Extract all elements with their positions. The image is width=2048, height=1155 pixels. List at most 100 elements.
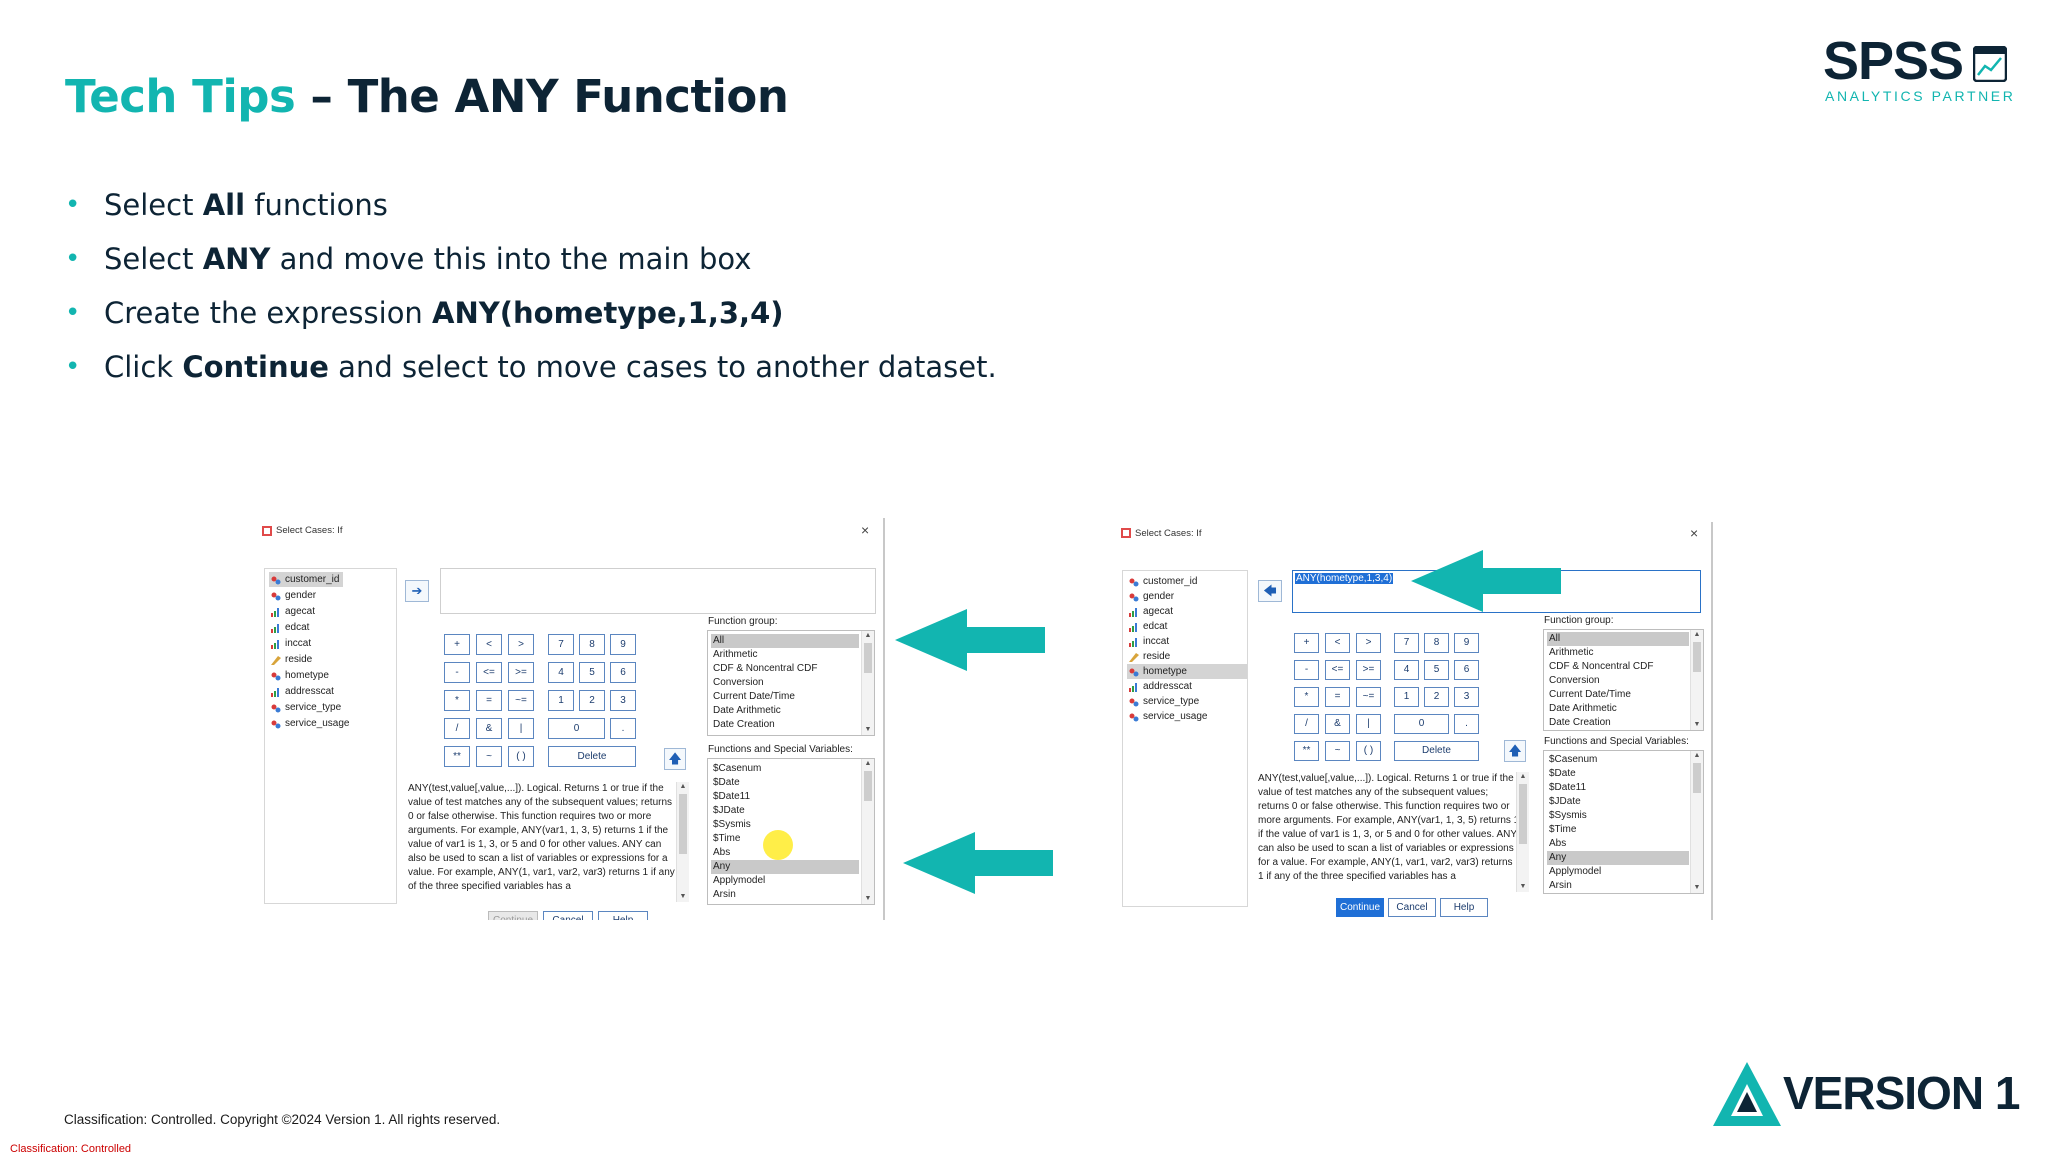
function-item[interactable]: $JDate — [1549, 796, 1581, 807]
move-variable-button[interactable]: 🡄 — [1258, 580, 1282, 602]
scroll-up-icon[interactable]: ▲ — [1519, 773, 1527, 780]
function-group-list[interactable]: All Arithmetic CDF & Noncentral CDF Conv… — [707, 630, 875, 736]
functions-list[interactable]: $Casenum $Date $Date11 $JDate $Sysmis $T… — [707, 758, 875, 905]
scroll-up-icon[interactable]: ▲ — [864, 632, 872, 639]
keypad-dot-button[interactable]: . — [610, 718, 636, 739]
keypad-gt-button[interactable]: > — [508, 634, 534, 655]
variable-item[interactable]: addresscat — [1127, 679, 1196, 694]
function-item[interactable]: $Casenum — [1549, 754, 1598, 765]
function-group-item[interactable]: CDF & Noncentral CDF — [713, 663, 818, 674]
keypad-le-button[interactable]: <= — [1325, 660, 1350, 680]
keypad-or-button[interactable]: | — [1356, 714, 1381, 734]
function-group-item[interactable]: Arithmetic — [713, 649, 758, 660]
keypad-8-button[interactable]: 8 — [1424, 633, 1449, 653]
keypad-8-button[interactable]: 8 — [579, 634, 605, 655]
keypad-multiply-button[interactable]: * — [1294, 687, 1319, 707]
insert-function-button[interactable]: 🡅 — [1504, 740, 1526, 762]
variable-item[interactable]: edcat — [269, 620, 313, 635]
function-item[interactable]: $Date — [713, 777, 740, 788]
function-group-item[interactable]: All — [711, 634, 859, 648]
function-group-item[interactable]: CDF & Noncentral CDF — [1549, 661, 1654, 672]
keypad-9-button[interactable]: 9 — [1454, 633, 1479, 653]
keypad-or-button[interactable]: | — [508, 718, 534, 739]
variable-item[interactable]: gender — [1127, 589, 1178, 604]
keypad-gt-button[interactable]: > — [1356, 633, 1381, 653]
keypad-divide-button[interactable]: / — [1294, 714, 1319, 734]
scroll-thumb[interactable] — [1693, 642, 1701, 672]
scroll-down-icon[interactable]: ▼ — [1693, 884, 1701, 891]
variable-item[interactable]: agecat — [269, 604, 319, 619]
keypad-eq-button[interactable]: = — [476, 690, 502, 711]
keypad-lt-button[interactable]: < — [476, 634, 502, 655]
function-item[interactable]: Applymodel — [1549, 866, 1602, 877]
help-button[interactable]: Help — [598, 911, 648, 920]
help-button[interactable]: Help — [1440, 898, 1488, 917]
variable-item[interactable]: hometype — [1127, 664, 1247, 679]
keypad-multiply-button[interactable]: * — [444, 690, 470, 711]
variable-item[interactable]: reside — [1127, 649, 1174, 664]
keypad-5-button[interactable]: 5 — [1424, 660, 1449, 680]
description-scrollbar[interactable]: ▲▼ — [1516, 772, 1529, 892]
variable-item[interactable]: addresscat — [269, 684, 338, 699]
variable-item[interactable]: hometype — [269, 668, 333, 683]
keypad-minus-button[interactable]: - — [1294, 660, 1319, 680]
keypad-dot-button[interactable]: . — [1454, 714, 1479, 734]
variable-item[interactable]: customer_id — [1127, 574, 1201, 589]
delete-button[interactable]: Delete — [1394, 741, 1479, 761]
scroll-up-icon[interactable]: ▲ — [864, 760, 872, 767]
keypad-eq-button[interactable]: = — [1325, 687, 1350, 707]
variable-item[interactable]: customer_id — [269, 572, 344, 587]
keypad-6-button[interactable]: 6 — [1454, 660, 1479, 680]
function-item[interactable]: Abs — [713, 847, 731, 858]
keypad-le-button[interactable]: <= — [476, 662, 502, 683]
cancel-button[interactable]: Cancel — [1388, 898, 1436, 917]
keypad-and-button[interactable]: & — [476, 718, 502, 739]
keypad-0-button[interactable]: 0 — [1394, 714, 1449, 734]
keypad-plus-button[interactable]: + — [1294, 633, 1319, 653]
function-item[interactable]: $Sysmis — [1549, 810, 1587, 821]
variable-list[interactable]: customer_id gender agecat edcat inccat r… — [1122, 570, 1248, 907]
function-item[interactable]: $JDate — [713, 805, 745, 816]
function-item[interactable]: $Time — [713, 833, 741, 844]
function-item[interactable]: Arsin — [713, 889, 736, 900]
move-variable-button[interactable]: ➔ — [405, 580, 429, 602]
description-scrollbar[interactable]: ▲▼ — [676, 782, 689, 902]
keypad-0-button[interactable]: 0 — [548, 718, 605, 739]
scroll-up-icon[interactable]: ▲ — [1693, 752, 1701, 759]
function-item[interactable]: $Time — [1549, 824, 1577, 835]
keypad-plus-button[interactable]: + — [444, 634, 470, 655]
variable-item[interactable]: service_usage — [269, 716, 353, 731]
keypad-3-button[interactable]: 3 — [1454, 687, 1479, 707]
expression-box[interactable] — [440, 568, 876, 614]
keypad-lt-button[interactable]: < — [1325, 633, 1350, 653]
keypad-ge-button[interactable]: >= — [1356, 660, 1381, 680]
continue-button[interactable]: Continue — [1336, 898, 1384, 917]
scroll-thumb[interactable] — [1519, 784, 1527, 844]
scroll-up-icon[interactable]: ▲ — [679, 783, 687, 790]
keypad-2-button[interactable]: 2 — [579, 690, 605, 711]
scrollbar[interactable]: ▲▼ — [861, 759, 874, 904]
scroll-down-icon[interactable]: ▼ — [864, 895, 872, 902]
keypad-2-button[interactable]: 2 — [1424, 687, 1449, 707]
function-group-item[interactable]: Current Date/Time — [713, 691, 795, 702]
keypad-ge-button[interactable]: >= — [508, 662, 534, 683]
function-item[interactable]: $Casenum — [713, 763, 762, 774]
scrollbar[interactable]: ▲▼ — [861, 631, 874, 735]
variable-item[interactable]: edcat — [1127, 619, 1171, 634]
function-group-item[interactable]: Date Arithmetic — [1549, 703, 1617, 714]
scroll-up-icon[interactable]: ▲ — [1693, 631, 1701, 638]
keypad-minus-button[interactable]: - — [444, 662, 470, 683]
functions-list[interactable]: $Casenum $Date $Date11 $JDate $Sysmis $T… — [1543, 750, 1704, 894]
variable-item[interactable]: inccat — [269, 636, 315, 651]
function-group-item[interactable]: Conversion — [713, 677, 764, 688]
keypad-not-button[interactable]: ~ — [476, 746, 502, 767]
variable-item[interactable]: service_type — [1127, 694, 1203, 709]
function-item[interactable]: $Sysmis — [713, 819, 751, 830]
keypad-1-button[interactable]: 1 — [1394, 687, 1419, 707]
variable-item[interactable]: service_usage — [1127, 709, 1211, 724]
keypad-not-button[interactable]: ~ — [1325, 741, 1350, 761]
function-item[interactable]: Any — [711, 860, 859, 874]
keypad-3-button[interactable]: 3 — [610, 690, 636, 711]
function-group-item[interactable]: All — [1547, 632, 1689, 646]
keypad-4-button[interactable]: 4 — [1394, 660, 1419, 680]
